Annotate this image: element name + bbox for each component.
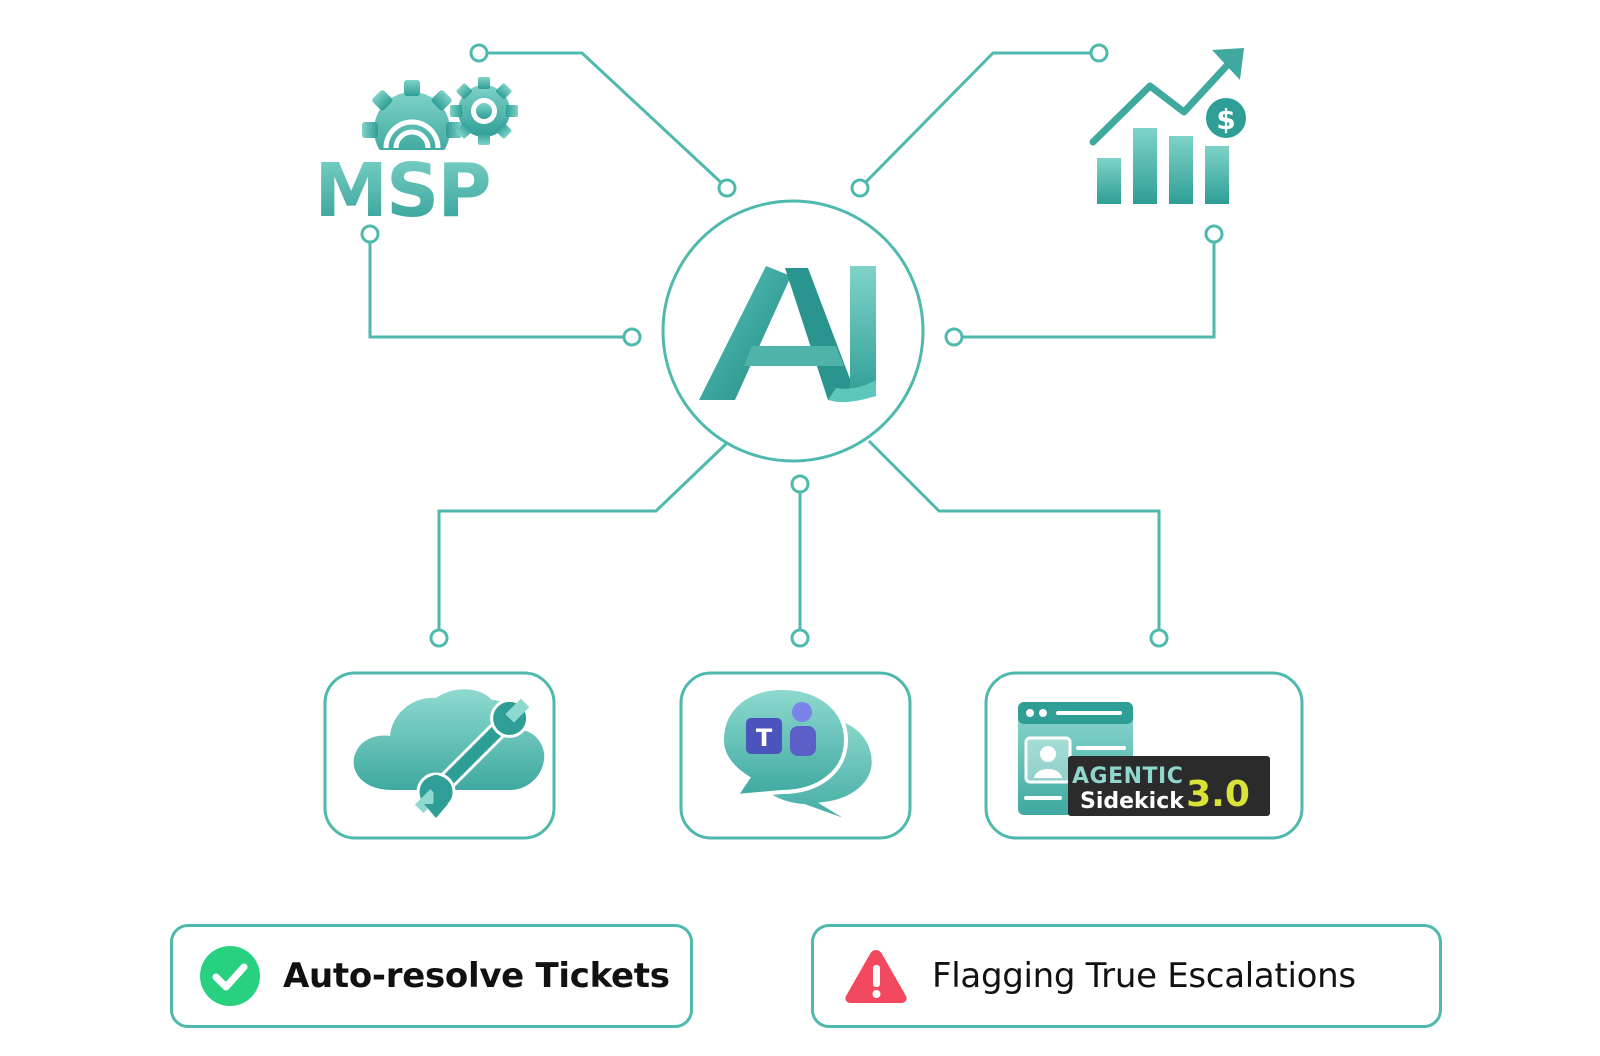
dollar-sign: $ bbox=[1216, 103, 1235, 136]
msp-label: MSP bbox=[314, 148, 489, 234]
connector-cloud bbox=[437, 441, 729, 632]
connector-sidekick bbox=[867, 439, 1161, 632]
check-circle-icon bbox=[199, 945, 261, 1007]
dot bbox=[360, 224, 380, 244]
dot bbox=[1089, 43, 1109, 63]
connector-dots bbox=[360, 43, 1224, 648]
sidekick-version-text: 3.0 bbox=[1186, 774, 1250, 815]
revenue-growth-chart-icon bbox=[1089, 48, 1250, 204]
growth-node: $ bbox=[1089, 48, 1250, 204]
teams-chat-card: T bbox=[679, 671, 912, 840]
ai-hub: AI bbox=[661, 199, 925, 463]
dot bbox=[429, 628, 449, 648]
ai-hub-ring bbox=[661, 199, 925, 463]
teams-letter: T bbox=[756, 724, 773, 752]
sidekick-agentic-text: AGENTIC bbox=[1072, 764, 1183, 789]
dot bbox=[944, 327, 964, 347]
connector-growth-top bbox=[858, 51, 1099, 190]
msp-node: MSP bbox=[314, 77, 518, 234]
connector-growth-right bbox=[954, 234, 1216, 339]
ai-logo-icon bbox=[699, 266, 876, 403]
dot bbox=[717, 178, 737, 198]
agentic-sidekick-profile-icon bbox=[1018, 702, 1270, 816]
sidekick-badge bbox=[1068, 756, 1270, 816]
dot bbox=[790, 474, 810, 494]
dot bbox=[850, 178, 870, 198]
agentic-sidekick-card: AGENTIC Sidekick 3.0 bbox=[984, 671, 1304, 840]
dot bbox=[1204, 224, 1224, 244]
msp-gears-icon bbox=[330, 77, 518, 170]
warning-triangle-icon bbox=[844, 947, 908, 1005]
escalation-label: Flagging True Escalations bbox=[932, 956, 1356, 996]
dot bbox=[1149, 628, 1169, 648]
teams-chat-icon bbox=[719, 685, 876, 828]
sidekick-name-text: Sidekick bbox=[1080, 789, 1185, 814]
auto-resolve-label: Auto-resolve Tickets bbox=[283, 956, 670, 996]
cloud-tools-card bbox=[323, 671, 556, 840]
auto-resolve-pill: Auto-resolve Tickets bbox=[170, 924, 693, 1028]
connector-msp-top bbox=[479, 51, 729, 190]
dot bbox=[790, 628, 810, 648]
connector-lines bbox=[368, 51, 1216, 632]
dot bbox=[469, 43, 489, 63]
connector-msp-left bbox=[368, 234, 632, 339]
escalation-pill: Flagging True Escalations bbox=[811, 924, 1442, 1028]
cloud-wrench-download-icon bbox=[353, 689, 545, 818]
dot bbox=[622, 327, 642, 347]
